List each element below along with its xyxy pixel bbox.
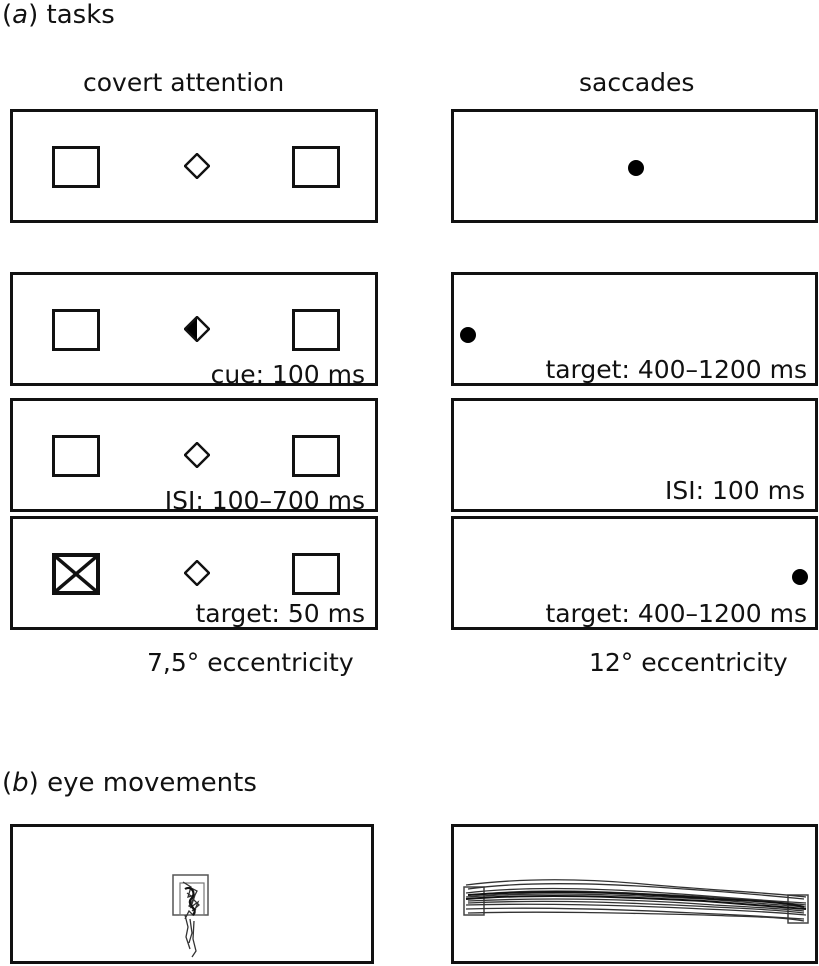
half-filled-diamond-cue-icon: [184, 316, 210, 342]
left-target-dot-icon: [460, 327, 476, 343]
left-placeholder-square-icon: [52, 146, 100, 188]
covert-isi-duration-label: ISI: 100–700 ms: [164, 486, 365, 515]
covert-gaze-trace: [172, 874, 209, 958]
right-target-dot-icon: [792, 569, 808, 585]
saccade-frame-fixation: [451, 109, 818, 223]
saccade-gaze-trace: [463, 879, 809, 924]
covert-eccentricity-label: 7,5° eccentricity: [147, 648, 354, 677]
section-a-title: (a) tasks: [2, 0, 115, 30]
saccade-target2-duration-label: target: 400–1200 ms: [545, 599, 807, 628]
saccade-isi-duration-label: ISI: 100 ms: [664, 476, 805, 505]
covert-frame-fixation: [10, 109, 378, 223]
fixation-diamond-icon: [184, 560, 210, 586]
saccade-eye-movement-frame: [451, 824, 818, 964]
left-placeholder-square-icon: [52, 309, 100, 351]
covert-cue-duration-label: cue: 100 ms: [210, 360, 365, 389]
central-fixation-dot-icon: [628, 160, 644, 176]
covert-frame-isi: ISI: 100–700 ms: [10, 398, 378, 515]
right-placeholder-square-icon: [292, 553, 340, 595]
covert-frame-target: target: 50 ms: [10, 516, 378, 630]
saccade-frame-target-right: target: 400–1200 ms: [451, 516, 818, 630]
covert-attention-heading: covert attention: [83, 68, 285, 97]
right-placeholder-square-icon: [292, 146, 340, 188]
section-b-text: eye movements: [47, 768, 257, 798]
section-b-title: (b) eye movements: [2, 768, 257, 798]
saccades-heading: saccades: [579, 68, 695, 97]
covert-target-duration-label: target: 50 ms: [195, 599, 365, 628]
left-placeholder-square-icon: [52, 435, 100, 477]
saccade-eccentricity-label: 12° eccentricity: [589, 648, 788, 677]
section-b-letter: b: [12, 768, 29, 798]
saccade-target1-duration-label: target: 400–1200 ms: [545, 355, 807, 384]
fixation-diamond-icon: [184, 153, 210, 179]
crossed-target-square-icon: [52, 553, 100, 595]
saccade-frame-isi: ISI: 100 ms: [451, 398, 818, 512]
right-placeholder-square-icon: [292, 309, 340, 351]
section-a-text: tasks: [46, 0, 115, 30]
fixation-diamond-icon: [184, 442, 210, 468]
covert-frame-cue: cue: 100 ms: [10, 272, 378, 389]
section-a-letter: a: [12, 0, 29, 30]
right-placeholder-square-icon: [292, 435, 340, 477]
covert-eye-movement-frame: [10, 824, 374, 964]
saccade-frame-target-left: target: 400–1200 ms: [451, 272, 818, 386]
